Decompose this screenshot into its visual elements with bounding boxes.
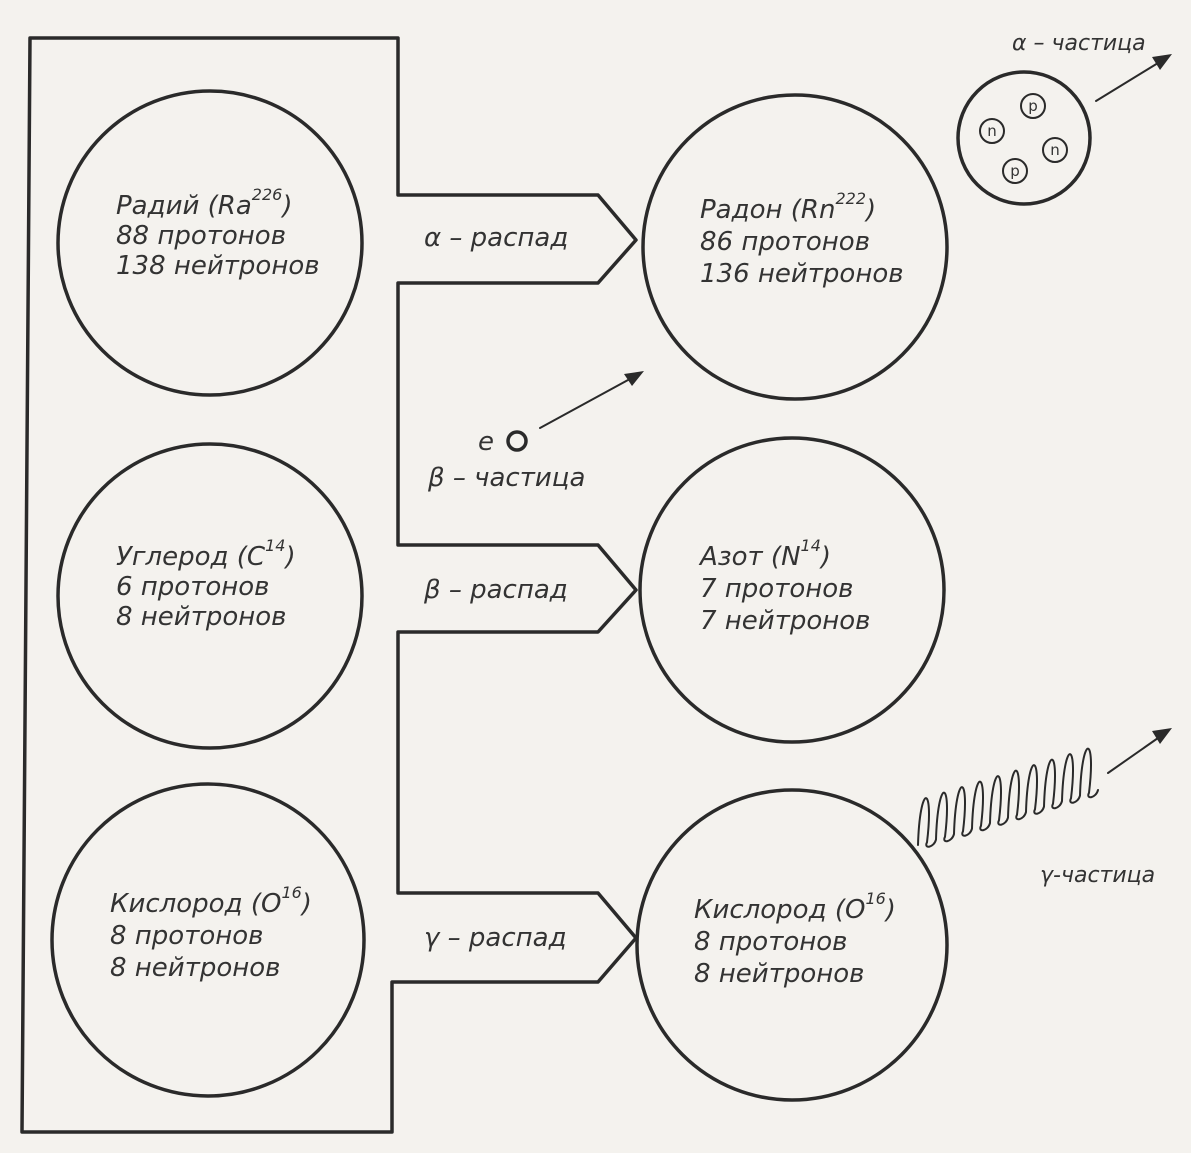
nucleon-proton-bottom: p <box>1002 158 1028 184</box>
nucleus-nitrogen: Азот (N14) 7 протонов 7 нейтронов <box>638 436 946 744</box>
oxygen-right-name: Кислород (O16) <box>694 889 896 925</box>
alpha-particle: α – частица p n p n <box>956 31 1172 206</box>
nucleus-radon-circle <box>641 93 949 401</box>
nucleus-carbon: Углерод (C14) 6 протонов 8 нейтронов <box>56 442 364 750</box>
nucleus-radium: Радий (Ra226) 88 протонов 138 нейтронов <box>56 89 364 397</box>
beta-decay-label: β – распад <box>423 575 568 605</box>
alpha-arrowhead-icon <box>1152 54 1172 70</box>
svg-text:n: n <box>987 122 997 140</box>
source-frame-with-decay-arrows <box>20 36 638 1134</box>
beta-particle: e β – частица <box>427 371 644 493</box>
nucleon-neutron-right: n <box>1042 137 1068 163</box>
nucleus-radon: Радон (Rn222) 86 протонов 136 нейтронов <box>641 93 949 401</box>
nucleus-carbon-circle <box>56 442 364 750</box>
oxygen-left-protons: 8 протонов <box>110 921 264 951</box>
nucleus-radium-circle <box>56 89 364 397</box>
gamma-wave-icon <box>917 747 1099 848</box>
gamma-particle: γ-частица <box>917 728 1172 888</box>
oxygen-left-neutrons: 8 нейтронов <box>110 953 281 983</box>
electron-symbol: e <box>478 427 494 457</box>
svg-text:p: p <box>1010 162 1020 180</box>
nucleon-proton-top: p <box>1020 93 1046 119</box>
alpha-particle-label: α – частица <box>1012 31 1146 56</box>
alpha-arrow-icon <box>1095 62 1159 102</box>
nitrogen-name: Азот (N14) <box>698 536 831 572</box>
nucleus-oxygen-left: Кислород (O16) 8 протонов 8 нейтронов <box>50 782 366 1098</box>
oxygen-right-protons: 8 протонов <box>694 927 848 957</box>
electron-arrowhead-icon <box>624 371 644 386</box>
alpha-decay-label: α – распад <box>424 223 568 253</box>
nucleus-oxygen-right-circle <box>635 788 949 1102</box>
beta-particle-label: β – частица <box>427 463 585 493</box>
nucleon-neutron-left: n <box>979 118 1005 144</box>
gamma-arrow-icon <box>1107 737 1159 774</box>
oxygen-left-name: Кислород (O16) <box>110 883 312 919</box>
radium-name: Радий (Ra226) <box>116 185 293 221</box>
oxygen-right-neutrons: 8 нейтронов <box>694 959 865 989</box>
svg-text:n: n <box>1050 141 1060 159</box>
alpha-particle-circle <box>956 70 1092 206</box>
nitrogen-protons: 7 протонов <box>700 574 854 604</box>
carbon-name: Углерод (C14) <box>116 536 296 572</box>
nucleus-oxygen-left-circle <box>50 782 366 1098</box>
radon-name: Радон (Rn222) <box>700 189 876 225</box>
electron-icon <box>506 430 528 452</box>
svg-text:p: p <box>1028 97 1038 115</box>
gamma-decay-label: γ – распад <box>424 923 567 953</box>
carbon-protons: 6 протонов <box>116 572 270 602</box>
radon-protons: 86 протонов <box>700 227 870 257</box>
carbon-neutrons: 8 нейтронов <box>116 602 287 632</box>
radium-neutrons: 138 нейтронов <box>116 251 320 281</box>
radon-neutrons: 136 нейтронов <box>700 259 904 289</box>
nucleus-oxygen-right: Кислород (O16) 8 протонов 8 нейтронов <box>635 788 949 1102</box>
electron-arrow-icon <box>539 379 629 429</box>
nitrogen-neutrons: 7 нейтронов <box>700 606 871 636</box>
gamma-arrowhead-icon <box>1152 728 1172 744</box>
nucleus-nitrogen-circle <box>638 436 946 744</box>
radium-protons: 88 протонов <box>116 221 286 251</box>
gamma-particle-label: γ-частица <box>1040 863 1155 888</box>
